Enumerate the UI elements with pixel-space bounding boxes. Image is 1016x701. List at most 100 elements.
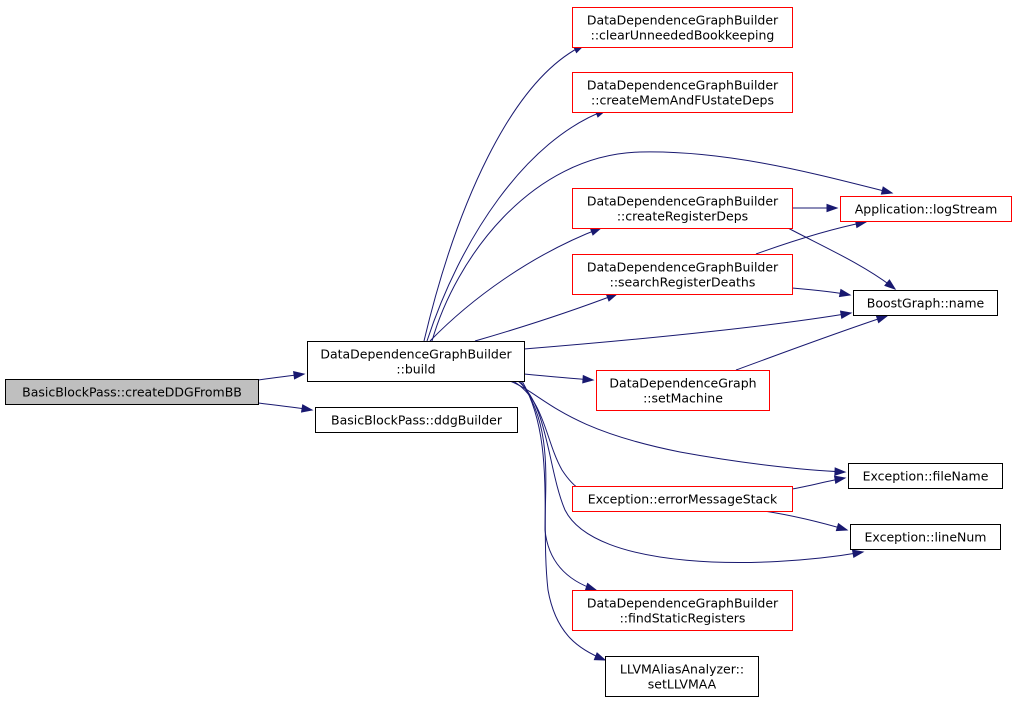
edge-arrowhead: [582, 374, 595, 384]
node-label: ::searchRegisterDeaths: [610, 275, 756, 290]
node-box: [853, 290, 998, 316]
node-box: [5, 379, 259, 405]
edge-arrowhead: [875, 315, 889, 324]
node-setLLVMAA[interactable]: LLVMAliasAnalyzer::setLLVMAA: [605, 656, 759, 697]
edge-arrowhead: [834, 467, 847, 476]
node-box: [572, 7, 793, 48]
edge-line: [431, 151, 893, 342]
edge-build-to-findStatic: [519, 380, 598, 591]
node-label: BoostGraph::name: [867, 296, 985, 311]
node-box: [315, 407, 518, 433]
edge-build-to-errorStack: [512, 380, 611, 501]
node-label: DataDependenceGraphBuilder: [320, 347, 512, 362]
node-clearUnneeded[interactable]: DataDependenceGraphBuilder::clearUnneede…: [572, 7, 793, 48]
edges-layer: [257, 44, 897, 661]
node-lineNum[interactable]: Exception::lineNum: [850, 524, 1001, 550]
node-label: ::clearUnneededBookkeeping: [591, 28, 775, 43]
edge-arrowhead: [835, 522, 849, 532]
node-label: ::build: [396, 362, 435, 377]
node-label: DataDependenceGraphBuilder: [587, 78, 779, 93]
node-label: DataDependenceGraph: [609, 376, 756, 391]
node-box: [848, 463, 1003, 489]
node-logStream[interactable]: Application::logStream: [840, 196, 1012, 222]
edge-arrowhead: [605, 293, 619, 302]
node-label: DataDependenceGraphBuilder: [587, 194, 779, 209]
edge-build-to-fileName: [509, 380, 847, 476]
edge-line: [512, 380, 610, 498]
node-searchReg[interactable]: DataDependenceGraphBuilder::searchRegist…: [572, 254, 793, 295]
edge-arrowhead: [880, 186, 894, 195]
node-label: DataDependenceGraphBuilder: [587, 596, 779, 611]
edge-arrowhead: [833, 475, 847, 484]
node-box: [840, 196, 1012, 222]
edge-build-to-lineNum: [517, 380, 865, 563]
node-errorStack[interactable]: Exception::errorMessageStack: [572, 486, 793, 512]
node-box: [572, 72, 793, 113]
edge-arrowhead: [839, 310, 853, 320]
edge-build-to-setLLVMAA: [521, 380, 607, 661]
edge-setMachine-to-bgName: [735, 315, 889, 371]
edge-line: [787, 227, 896, 290]
node-box: [572, 590, 793, 631]
edge-arrowhead: [851, 549, 865, 559]
edge-line: [735, 315, 888, 371]
edge-line: [519, 380, 597, 591]
node-fileName[interactable]: Exception::fileName: [848, 463, 1003, 489]
edge-arrowhead: [293, 371, 306, 380]
node-label: Application::logStream: [855, 202, 998, 217]
edge-line: [509, 380, 846, 473]
node-label: DataDependenceGraphBuilder: [587, 13, 779, 28]
edge-searchReg-to-bgName: [791, 287, 852, 298]
node-label: BasicBlockPass::ddgBuilder: [331, 413, 503, 428]
edge-line: [763, 510, 848, 531]
node-box: [572, 254, 793, 295]
edge-build-to-logStream: [431, 151, 894, 342]
node-label: BasicBlockPass::createDDGFromBB: [22, 385, 242, 400]
node-label: Exception::errorMessageStack: [588, 492, 778, 507]
edge-build-to-bgName: [523, 310, 853, 350]
edge-build-to-setMachine: [523, 373, 595, 384]
node-createReg[interactable]: DataDependenceGraphBuilder::createRegist…: [572, 188, 793, 229]
node-label: ::createMemAndFUstateDeps: [591, 93, 774, 108]
node-bgName[interactable]: BoostGraph::name: [853, 290, 998, 316]
node-label: DataDependenceGraphBuilder: [587, 260, 779, 275]
node-box: [307, 341, 525, 382]
edge-line: [523, 312, 852, 350]
node-box: [605, 656, 759, 697]
edge-arrowhead: [838, 288, 852, 298]
node-ddgBuilder[interactable]: BasicBlockPass::ddgBuilder: [315, 407, 518, 433]
edge-root-to-ddgBuilder: [257, 402, 314, 413]
edge-root-to-build: [257, 371, 306, 381]
edge-build-to-searchReg: [474, 293, 619, 342]
node-box: [572, 486, 793, 512]
edge-line: [517, 380, 864, 563]
node-label: ::findStaticRegisters: [620, 611, 746, 626]
node-label: setLLVMAA: [648, 677, 717, 692]
edge-errorStack-to-lineNum: [763, 510, 849, 532]
edge-arrowhead: [589, 227, 603, 236]
edge-build-to-clearUnneeded: [423, 44, 586, 342]
node-label: LLVMAliasAnalyzer::: [620, 662, 744, 677]
node-setMachine[interactable]: DataDependenceGraph::setMachine: [596, 370, 770, 411]
node-label: Exception::lineNum: [865, 530, 987, 545]
node-label: Exception::fileName: [863, 469, 989, 484]
edge-createReg-to-bgName: [787, 227, 897, 290]
edge-arrowhead: [300, 404, 314, 413]
edge-line: [426, 109, 607, 342]
nodes-layer: BasicBlockPass::createDDGFromBBDataDepen…: [5, 7, 1012, 697]
node-createMem[interactable]: DataDependenceGraphBuilder::createMemAnd…: [572, 72, 793, 113]
node-box: [572, 188, 793, 229]
edge-arrowhead: [884, 279, 897, 290]
node-findStatic[interactable]: DataDependenceGraphBuilder::findStaticRe…: [572, 590, 793, 631]
node-label: ::createRegisterDeps: [617, 209, 748, 224]
node-box: [596, 370, 770, 411]
edge-line: [423, 44, 585, 342]
edge-line: [474, 293, 618, 342]
node-label: ::setMachine: [643, 391, 723, 406]
node-root[interactable]: BasicBlockPass::createDDGFromBB: [5, 379, 259, 405]
edge-arrowhead: [593, 652, 607, 661]
edge-createReg-to-logStream: [791, 203, 839, 213]
edge-arrowhead: [826, 203, 839, 213]
node-build[interactable]: DataDependenceGraphBuilder::build: [307, 341, 525, 382]
